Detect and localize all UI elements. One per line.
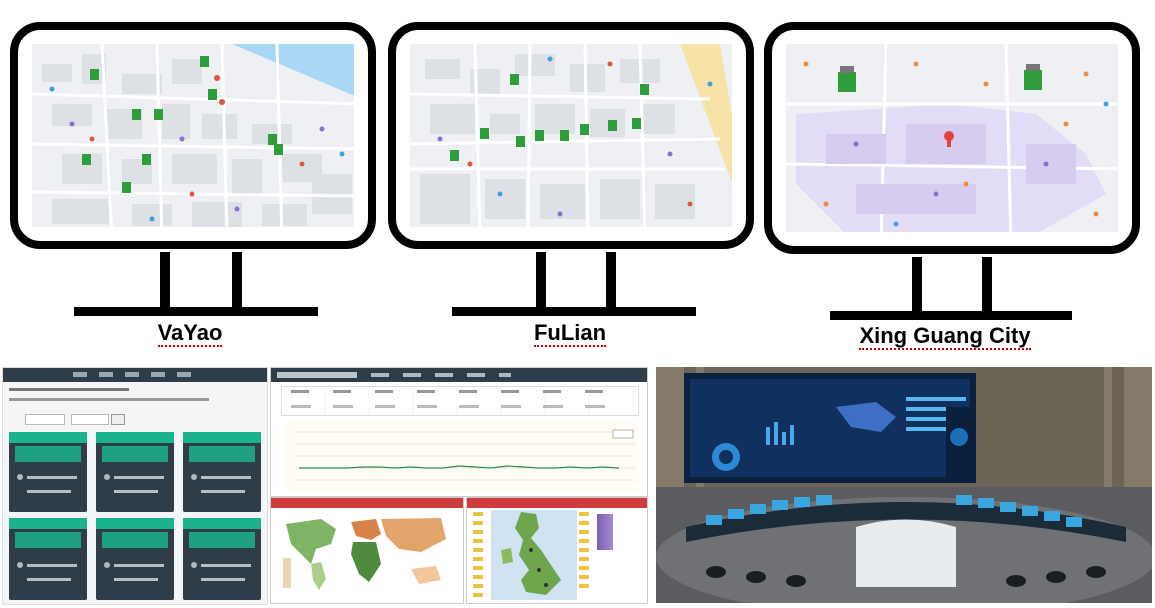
statistics-header-nav — [371, 373, 511, 377]
uk-map-legend-left — [473, 512, 483, 598]
monitor-xing-guang-city-leg-right — [982, 257, 992, 313]
station-card-4[interactable] — [9, 518, 87, 600]
location-label-xing-guang-city: Xing Guang City — [859, 323, 1031, 350]
control-room-photo — [656, 367, 1152, 603]
monitor-vayao-leg-left — [160, 252, 170, 312]
uk-map-window — [466, 497, 648, 604]
monitor-vayao — [10, 22, 376, 249]
monitor-xing-guang-city-leg-left — [912, 257, 922, 313]
station-card-3[interactable] — [183, 432, 261, 512]
map-fulian[interactable] — [410, 44, 732, 227]
statistics-header-title — [277, 372, 357, 378]
monitor-xing-guang-city — [764, 22, 1140, 254]
monitor-fulian-leg-right — [606, 252, 616, 312]
world-map-window-header — [271, 498, 463, 508]
monitor-xing-guang-city-base — [830, 311, 1072, 320]
station-card-2[interactable] — [96, 432, 174, 512]
statistics-summary-row-1 — [291, 390, 621, 393]
station-card-6[interactable] — [183, 518, 261, 600]
monitor-fulian-leg-left — [536, 252, 546, 312]
station-card-5[interactable] — [96, 518, 174, 600]
station-card-dashboard — [2, 367, 268, 605]
statistics-summary-row-2 — [291, 405, 621, 408]
dashboard-search-button[interactable] — [111, 414, 125, 425]
location-label-vayao: VaYao — [157, 320, 223, 347]
map-fulian-graphic — [410, 44, 732, 227]
station-card-1[interactable] — [9, 432, 87, 512]
map-vayao-graphic — [32, 44, 354, 227]
dashboard-info-line-1 — [9, 388, 129, 391]
monitor-fulian — [388, 22, 754, 249]
uk-map-3d-bar — [597, 514, 613, 550]
statistics-system-window — [270, 367, 648, 497]
location-label-fulian: FuLian — [533, 320, 607, 347]
dashboard-filter-input-2[interactable] — [71, 414, 109, 425]
monitor-vayao-base — [74, 307, 318, 316]
dashboard-info-line-2 — [9, 398, 209, 401]
map-xing-guang-city[interactable] — [786, 44, 1118, 232]
uk-map-legend-right — [579, 512, 589, 592]
monitor-fulian-base — [452, 307, 696, 316]
map-xing-guang-city-graphic — [786, 44, 1118, 232]
uk-map-window-header — [467, 498, 647, 508]
world-choropleth-map — [283, 518, 446, 590]
world-map-window — [270, 497, 464, 604]
map-vayao[interactable] — [32, 44, 354, 227]
control-room-illustration — [656, 367, 1152, 603]
dashboard-filter-input[interactable] — [25, 414, 65, 425]
statistics-line-chart — [285, 422, 637, 492]
monitor-vayao-leg-right — [232, 252, 242, 312]
dashboard-nav-tabs — [73, 372, 193, 377]
uk-choropleth-map — [491, 510, 577, 600]
